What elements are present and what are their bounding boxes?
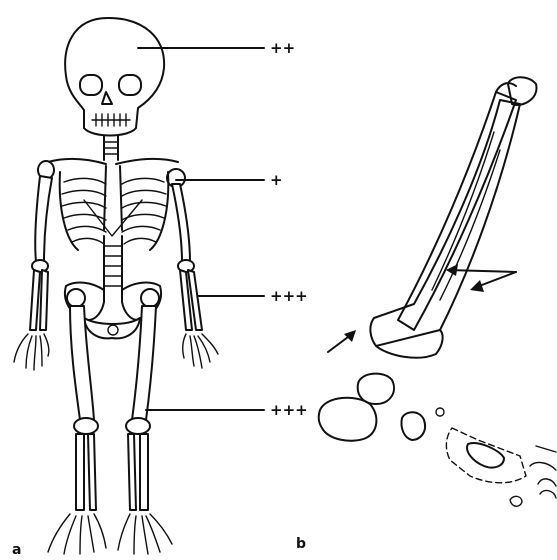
arrow-head-lower xyxy=(470,280,484,292)
marker-shoulder: + xyxy=(270,171,283,189)
right-arm xyxy=(172,184,218,368)
ulna-tip-outline xyxy=(496,83,516,92)
forearm-xray-illustration: b xyxy=(296,77,556,552)
marker-forearm: +++ xyxy=(270,287,308,305)
panel-b-letter: b xyxy=(296,536,306,552)
carpal-bones xyxy=(319,374,556,507)
cortex-line-1 xyxy=(432,132,494,290)
marker-leg: +++ xyxy=(270,401,308,419)
periosteal-arrows xyxy=(328,264,516,352)
cortex-line-2 xyxy=(440,150,500,300)
skull xyxy=(65,18,164,136)
panel-a-letter: a xyxy=(12,542,21,558)
cervical-spine xyxy=(104,136,118,160)
skeleton-illustration: ++ + +++ +++ a xyxy=(12,18,308,558)
rib-cage xyxy=(60,166,169,250)
lumbar-spine xyxy=(104,236,122,290)
arrow-head-distal xyxy=(344,330,356,342)
arrow-line-upper xyxy=(448,270,516,272)
marker-labels: ++ + +++ +++ xyxy=(270,39,308,419)
ulna-head-outline xyxy=(508,77,537,105)
left-arm xyxy=(14,176,52,370)
marker-skull: ++ xyxy=(270,39,295,57)
